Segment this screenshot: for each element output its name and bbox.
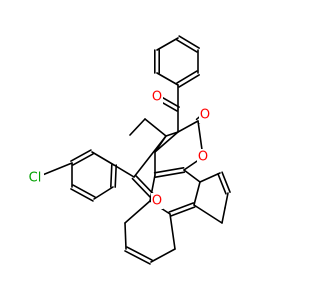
atom-o-ketone-1-label: O [152, 90, 162, 105]
atom-o-ketone-2-label: O [152, 194, 162, 209]
bond [169, 206, 196, 217]
bond [110, 164, 113, 188]
bond [72, 184, 96, 198]
bond [124, 222, 127, 250]
atom-cl-chloro: Cl [26, 170, 44, 186]
bond [72, 153, 94, 166]
bond [153, 167, 185, 174]
atom-o-ring: O [197, 149, 209, 165]
atom-label-layer: O O O O Cl [26, 89, 211, 209]
atom-o-ketone-1: O [151, 89, 163, 105]
atom-o-ring-label: O [198, 150, 208, 165]
bond [70, 188, 94, 202]
bond [178, 35, 200, 49]
bond [169, 213, 176, 250]
bond [183, 169, 201, 183]
bond [124, 200, 151, 224]
bond [217, 173, 227, 195]
bond [165, 131, 179, 137]
bond [224, 192, 229, 209]
structure-drawing: O O O O Cl [26, 35, 231, 265]
bond [178, 74, 200, 88]
bond [154, 131, 179, 153]
bond [93, 186, 114, 200]
bond [156, 37, 179, 51]
bond [221, 207, 226, 224]
bond [124, 250, 151, 265]
bond [133, 135, 167, 178]
bond [113, 164, 135, 178]
bond [176, 39, 198, 53]
bond [70, 149, 92, 162]
bond [156, 72, 179, 86]
bond [114, 164, 117, 188]
bond [150, 248, 176, 263]
bond [193, 181, 201, 206]
bond [144, 118, 167, 137]
atom-o-lactone-carbonyl: O [199, 107, 211, 123]
bond [129, 118, 146, 136]
bond [193, 204, 223, 224]
atom-o-lactone-carbonyl-label: O [200, 108, 210, 123]
bond [177, 120, 199, 133]
bond [176, 70, 198, 84]
bond [91, 151, 115, 166]
bond [154, 171, 186, 178]
bond [168, 202, 195, 213]
bond [126, 246, 153, 261]
bond [199, 172, 221, 183]
bond [221, 171, 231, 193]
atom-o-ketone-2: O [151, 193, 163, 209]
atom-cl-chloro-label: Cl [29, 171, 42, 186]
